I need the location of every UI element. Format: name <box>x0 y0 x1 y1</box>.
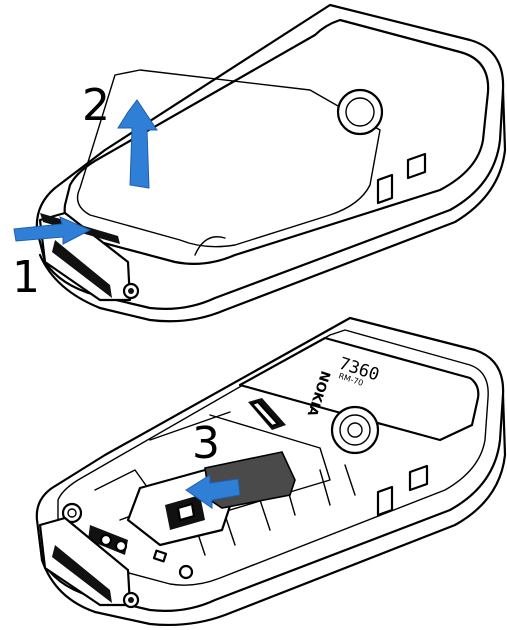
step-2-label: 2 <box>82 80 110 131</box>
camera-lens-icon <box>336 88 384 136</box>
phone-bottom-view: 7360 RM-70 NOKIA <box>35 316 507 627</box>
step-1-label: 1 <box>12 252 40 303</box>
bottom-connector-icon <box>52 240 112 298</box>
step-3-label: 3 <box>192 418 220 469</box>
arrow-left-icon <box>185 474 241 509</box>
step-2-arrow <box>117 99 158 189</box>
step-1-arrow <box>13 216 92 245</box>
arrow-right-icon <box>13 216 92 245</box>
arrow-up-icon <box>117 99 158 189</box>
side-key-icon <box>376 173 394 205</box>
bottom-connector-icon <box>52 545 112 603</box>
camera-lens-icon <box>330 405 380 455</box>
step-3-arrow <box>185 474 241 509</box>
phone-top-view <box>35 3 507 323</box>
battery-contacts-icon <box>248 398 286 430</box>
